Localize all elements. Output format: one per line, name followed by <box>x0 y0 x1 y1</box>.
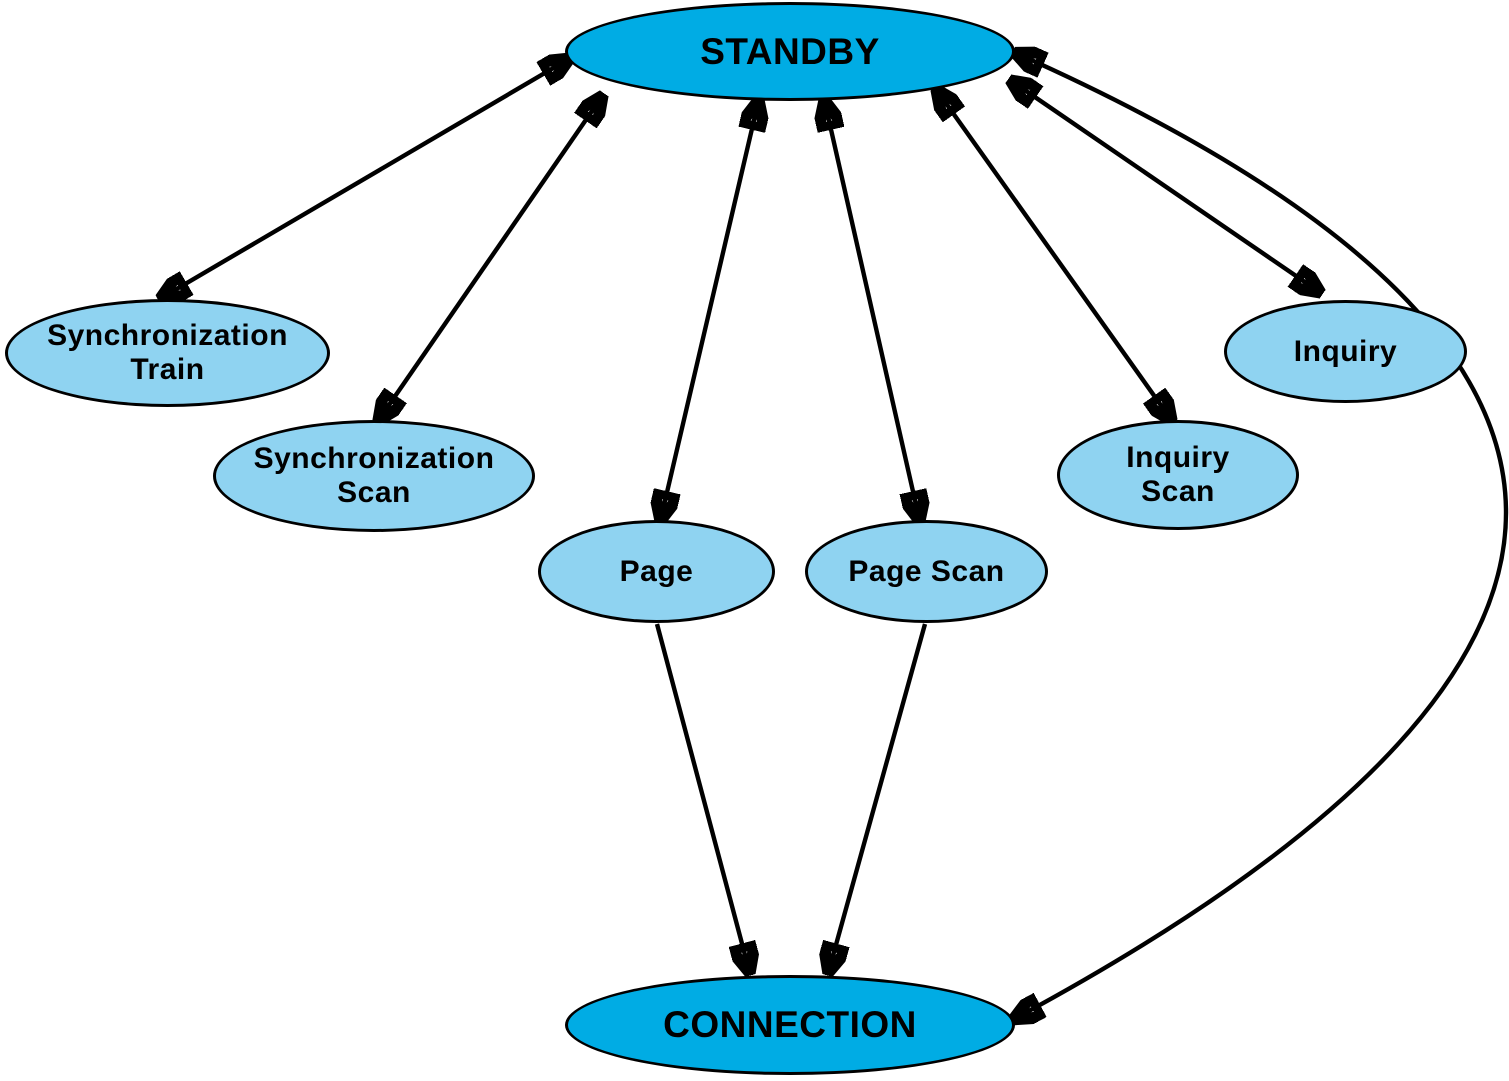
node-page: Page <box>538 520 775 623</box>
node-synchronization-train: Synchronization Train <box>5 299 330 407</box>
node-synchronization-train-label: Synchronization Train <box>47 319 288 386</box>
edge-standby-inquiry <box>1013 82 1318 291</box>
node-inquiry-scan-label: Inquiry Scan <box>1126 441 1230 508</box>
edge-standby-inquiry-scan <box>938 92 1170 418</box>
node-page-scan-label: Page Scan <box>848 554 1005 588</box>
node-synchronization-scan-label: Synchronization Scan <box>253 442 495 509</box>
edge-standby-sync-scan <box>380 98 601 418</box>
node-inquiry-scan: Inquiry Scan <box>1057 420 1299 530</box>
node-synchronization-scan: Synchronization Scan <box>213 420 535 532</box>
node-connection: CONNECTION <box>565 975 1015 1075</box>
node-page-scan: Page Scan <box>805 520 1048 623</box>
node-inquiry: Inquiry <box>1224 300 1467 403</box>
edge-page-scan-connection <box>829 623 928 970</box>
edge-standby-sync-train <box>163 60 567 297</box>
edge-standby-connection-curve <box>1016 54 1508 1018</box>
node-standby-label: STANDBY <box>700 30 880 72</box>
edge-page-connection <box>654 623 749 970</box>
node-standby: STANDBY <box>565 2 1015 101</box>
node-inquiry-label: Inquiry <box>1293 334 1398 368</box>
node-page-label: Page <box>619 554 694 588</box>
edge-standby-page <box>661 103 758 518</box>
node-connection-label: CONNECTION <box>663 1004 917 1046</box>
edge-standby-page-scan <box>825 103 919 518</box>
